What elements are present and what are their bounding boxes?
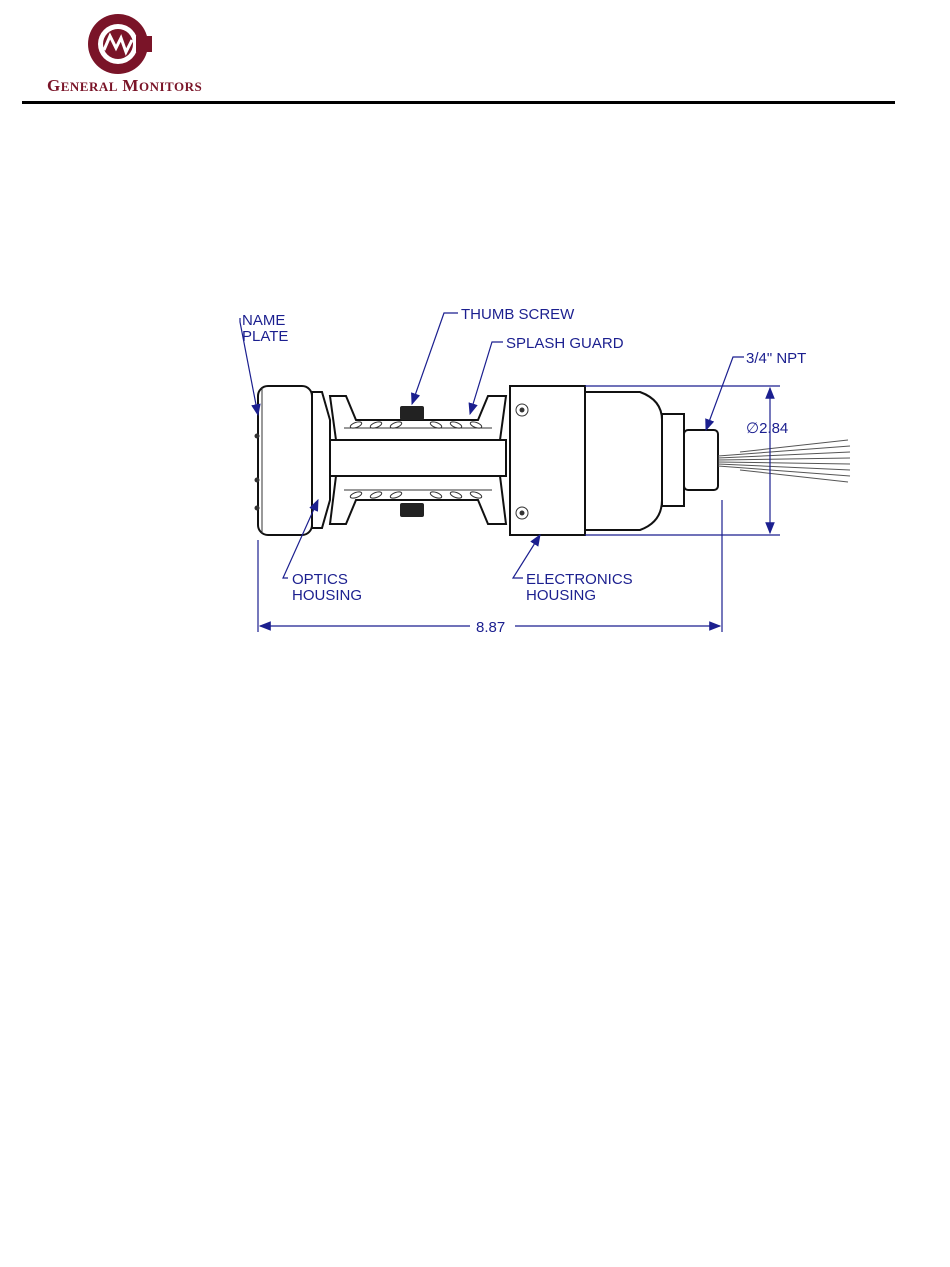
electronics-housing-label-line2: HOUSING	[526, 587, 596, 604]
npt-label: 3/4" NPT	[746, 350, 806, 367]
thumb-screw-label: THUMB SCREW	[461, 306, 575, 323]
central-body	[330, 440, 506, 476]
cable-wires	[718, 440, 850, 482]
name-plate-label-line2: PLATE	[242, 328, 288, 345]
electronics-housing	[510, 386, 718, 535]
length-dimension-label: 8.87	[476, 619, 505, 636]
optics-housing-label: OPTICS	[292, 571, 348, 588]
electronics-housing-label: ELECTRONICS	[526, 571, 633, 588]
thumb-screw-bottom	[400, 503, 424, 517]
name-plate-label: NAME	[242, 312, 285, 329]
optics-housing-label-line2: HOUSING	[292, 587, 362, 604]
optics-housing	[255, 386, 331, 535]
diameter-label: ∅2.84	[746, 420, 788, 437]
thumb-screw-top	[400, 406, 424, 420]
splash-guard-label: SPLASH GUARD	[506, 335, 624, 352]
